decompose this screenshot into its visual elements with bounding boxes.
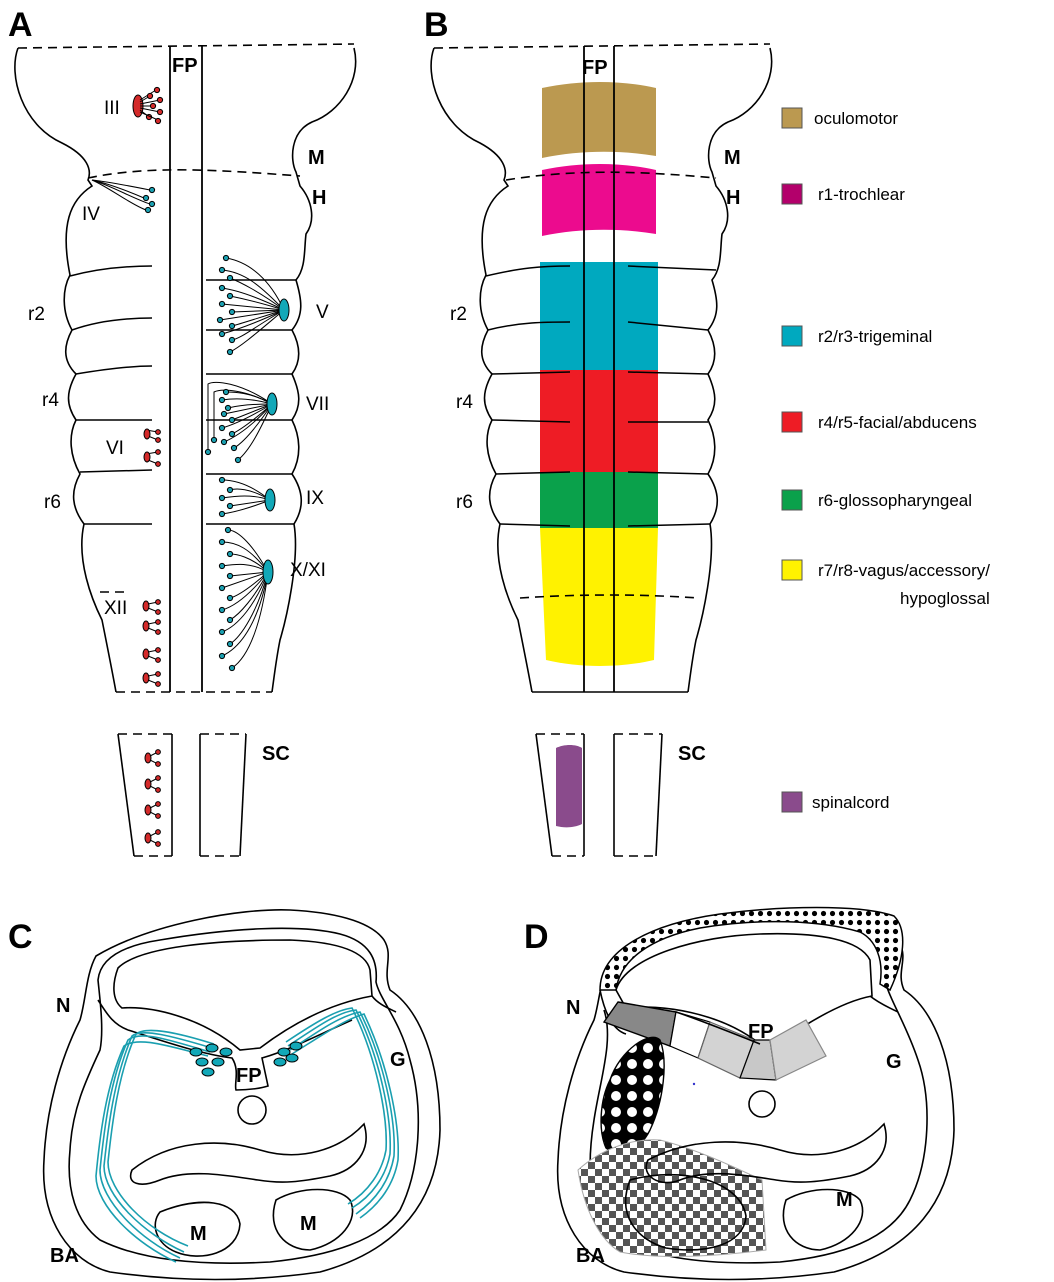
- label-vii: VII: [306, 394, 329, 415]
- legend-item-r7-r8-vagus: r7/r8-vagus/accessory/ hypoglossal: [782, 560, 990, 608]
- panel-label-b: B: [424, 6, 449, 44]
- panel-b-r2-label: r2: [450, 304, 467, 325]
- panel-a-spinal-cord: SC: [118, 734, 290, 856]
- label-v: V: [316, 302, 329, 323]
- legend-label: oculomotor: [814, 109, 898, 128]
- panel-d-light-grey-right: [770, 1020, 826, 1080]
- panel-b-hindbrain-outline-right: [688, 48, 772, 692]
- panel-a-r4-label: r4: [42, 390, 59, 411]
- legend-label-line2: hypoglossal: [900, 589, 990, 608]
- label-ix: IX: [306, 488, 324, 509]
- legend-item-r4-r5-facial-abducens: r4/r5-facial/abducens: [782, 412, 977, 432]
- panel-b-fp-label: FP: [582, 57, 608, 79]
- panel-c-m-left-label: M: [190, 1223, 207, 1245]
- panel-c-n-line: [98, 1000, 128, 1030]
- panel-a-mh-boundary: [88, 170, 300, 178]
- panel-d-dorsal-band: [600, 908, 903, 991]
- panel-b-spinal-cord: SC: [536, 734, 706, 856]
- panel-b: B FP M: [424, 6, 772, 856]
- panel-b-top-dashed: [434, 44, 770, 48]
- panel-a-h-label: H: [312, 187, 326, 209]
- label-x-xi: X/XI: [290, 560, 326, 581]
- legend-swatch: [782, 412, 802, 432]
- legend-swatch: [782, 108, 802, 128]
- domain-r2-r3-trigeminal: [540, 262, 658, 370]
- legend-item-spinalcord: spinalcord: [782, 792, 890, 812]
- panel-c-notochord: [238, 1096, 266, 1124]
- legend-label: r1-trochlear: [818, 185, 905, 204]
- nucleus-ix: IX: [219, 477, 324, 516]
- panel-d: D N G FP BA M: [524, 908, 954, 1280]
- nucleus-vii: VII: [205, 382, 329, 462]
- panel-a-r6-label: r6: [44, 492, 61, 513]
- panel-c-g-line: [372, 996, 396, 1012]
- panel-a-fp-label: FP: [172, 55, 198, 77]
- legend-item-r1-trochlear: r1-trochlear: [782, 184, 905, 204]
- panel-c-ba-label: BA: [50, 1245, 79, 1267]
- legend-swatch: [782, 184, 802, 204]
- panel-c-n-label: N: [56, 995, 70, 1017]
- panel-d-g-label: G: [886, 1051, 902, 1073]
- legend-item-r2-r3-trigeminal: r2/r3-trigeminal: [782, 326, 932, 346]
- nucleus-v: V: [217, 255, 329, 354]
- panel-label-a: A: [8, 6, 33, 44]
- legend-swatch: [782, 326, 802, 346]
- panel-c-axons-right: [286, 1008, 398, 1218]
- domain-oculomotor: [542, 82, 656, 158]
- domain-r7-r8-vagus: [540, 528, 658, 666]
- legend: oculomotor r1-trochlear r2/r3-trigeminal…: [782, 108, 990, 812]
- label-iii: III: [104, 98, 120, 119]
- panel-b-r6-label: r6: [456, 492, 473, 513]
- panel-label-c: C: [8, 918, 33, 956]
- panel-c-g-label: G: [390, 1049, 406, 1071]
- legend-swatch: [782, 792, 802, 812]
- panel-d-notochord: [749, 1091, 775, 1117]
- legend-item-oculomotor: oculomotor: [782, 108, 898, 128]
- panel-a-hindbrain-outline-right: [272, 48, 356, 692]
- domain-r1-trochlear: [542, 164, 656, 236]
- panel-d-holes-domain: [601, 1037, 664, 1153]
- panel-c-m-right-label: M: [300, 1213, 317, 1235]
- label-vi: VI: [106, 438, 124, 459]
- panel-c-pharynx: [131, 1124, 366, 1184]
- legend-swatch: [782, 490, 802, 510]
- panel-label-d: D: [524, 918, 549, 956]
- panel-a: A FP M H r2 r4: [8, 6, 356, 856]
- domain-spinalcord: [556, 745, 582, 827]
- legend-label: r7/r8-vagus/accessory/: [818, 561, 990, 580]
- panel-c: C N: [8, 910, 440, 1280]
- panel-d-speck: [693, 1083, 695, 1085]
- legend-label: r2/r3-trigeminal: [818, 327, 932, 346]
- nucleus-x-xi: X/XI: [219, 527, 326, 670]
- label-xii: XII: [104, 598, 127, 619]
- legend-label: r4/r5-facial/abducens: [818, 413, 977, 432]
- nucleus-iii: III: [104, 87, 163, 123]
- panel-c-fp-label: FP: [236, 1065, 262, 1087]
- panel-b-hindbrain-outline: [431, 48, 532, 692]
- panel-d-ba-label: BA: [576, 1245, 605, 1267]
- panel-d-m-label: M: [836, 1189, 853, 1211]
- legend-item-r6-glossopharyngeal: r6-glossopharyngeal: [782, 490, 972, 510]
- panel-a-sc-label: SC: [262, 743, 290, 765]
- panel-b-h-label: H: [726, 187, 740, 209]
- label-iv: IV: [82, 204, 100, 225]
- panel-a-top-dashed: [18, 44, 354, 48]
- domain-r6-glossopharyngeal: [540, 472, 658, 528]
- legend-swatch: [782, 560, 802, 580]
- panel-b-m-label: M: [724, 147, 741, 169]
- panel-b-sc-label: SC: [678, 743, 706, 765]
- panel-d-fp-label: FP: [748, 1021, 774, 1043]
- panel-d-n-label: N: [566, 997, 580, 1019]
- legend-label: spinalcord: [812, 793, 890, 812]
- panel-b-r4-label: r4: [456, 392, 473, 413]
- legend-label: r6-glossopharyngeal: [818, 491, 972, 510]
- panel-a-rhombomere-lines-left: [70, 266, 152, 524]
- nucleus-iv: IV: [82, 180, 155, 225]
- panel-a-r2-label: r2: [28, 304, 45, 325]
- panel-a-m-label: M: [308, 147, 325, 169]
- nucleus-vi: VI: [106, 429, 160, 466]
